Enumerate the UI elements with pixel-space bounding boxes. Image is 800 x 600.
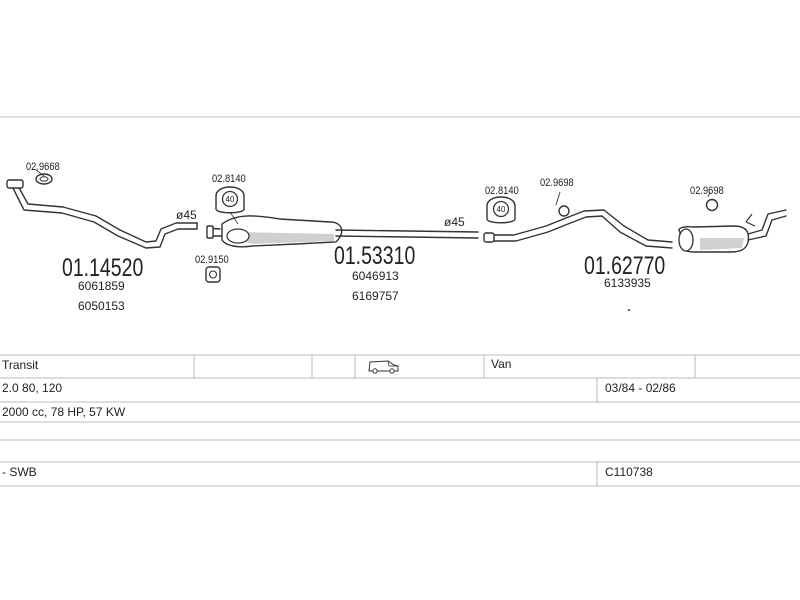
hanger-centre-icon: 40 (215, 186, 245, 214)
clamp-centre-label: 02.9150 (195, 254, 229, 266)
front-pipe-flange (6, 179, 24, 189)
gasket-front-label: 02.9668 (26, 161, 60, 173)
clamp-rear-b-icon (705, 191, 719, 212)
van-icon (368, 360, 399, 374)
rear-silencer-part (483, 209, 787, 253)
diameter-mid-label: ø45 (444, 215, 465, 229)
rear-tailpipe-hook (745, 213, 756, 227)
vehicle-code: C110738 (605, 465, 653, 479)
gasket-front-icon (35, 173, 53, 185)
front-pipe-number: 01.14520 (62, 254, 143, 282)
diameter-front-label: ø45 (176, 208, 197, 222)
clamp-centre-icon (205, 266, 221, 283)
hanger-rear-icon: 40 (486, 196, 516, 224)
vehicle-spec: 2000 cc, 78 HP, 57 KW (2, 405, 126, 419)
front-pipe-oem-2: 6050153 (78, 299, 125, 313)
vehicle-body-type: Van (491, 357, 511, 371)
vehicle-engine: 2.0 80, 120 (2, 381, 62, 395)
vehicle-info-table: Transit Van 2.0 80, 120 03/84 - 02/86 20… (0, 354, 800, 487)
rear-silencer-oem-1: 6133935 (604, 276, 651, 290)
centre-silencer-oem-2: 6169757 (352, 289, 399, 303)
hanger-rear-label: 02.8140 (485, 185, 519, 197)
hanger-centre-label: 02.8140 (212, 173, 246, 185)
clamp-rear-a-icon (555, 191, 570, 217)
hanger-rear-size: 40 (497, 205, 506, 214)
front-pipe-oem-1: 6061859 (78, 279, 125, 293)
centre-silencer-part (206, 215, 479, 248)
clamp-rear-a-label: 02.9698 (540, 177, 574, 189)
centre-silencer-number: 01.53310 (334, 242, 415, 270)
rear-silencer-number: 01.62770 (584, 252, 665, 280)
rear-silencer-outlet (678, 228, 694, 252)
front-pipe-part (6, 179, 198, 249)
hanger-centre-leader (229, 211, 239, 225)
vehicle-wheelbase: - SWB (2, 465, 37, 479)
clamp-rear-b-label: 02.9698 (690, 185, 724, 197)
centre-silencer-oem-1: 6046913 (352, 269, 399, 283)
hanger-centre-size: 40 (226, 195, 235, 204)
vehicle-model: Transit (2, 358, 39, 372)
vehicle-years: 03/84 - 02/86 (605, 381, 676, 395)
gasket-front-leader (35, 169, 45, 177)
rear-marker-dot (628, 309, 630, 311)
